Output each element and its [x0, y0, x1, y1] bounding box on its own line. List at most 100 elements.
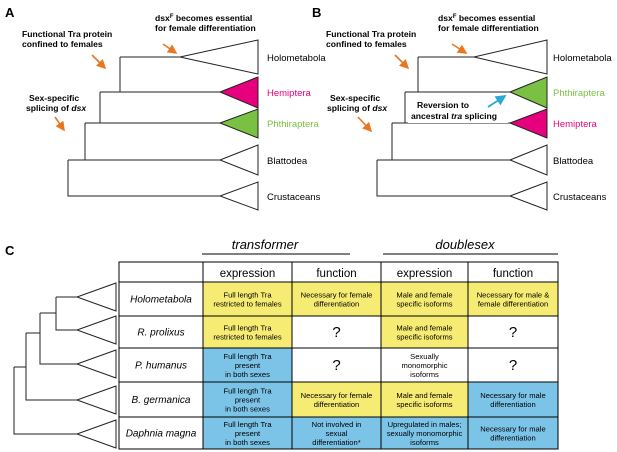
cell-text: differentiation: [314, 400, 359, 409]
arrow-b-splice: [357, 116, 373, 133]
cell-text: monomorphic: [401, 361, 447, 370]
table-cell: [202, 416, 293, 450]
arrow-b-dsx: [451, 43, 468, 54]
cell-text: in both sexes: [225, 405, 270, 414]
triangle-c-b-germanica: [75, 385, 117, 415]
cell-text: sexual: [326, 429, 348, 438]
annotation-b-dsx-line1: dsxF becomes essential: [438, 13, 535, 23]
panel-b-label: B: [312, 5, 321, 20]
cell-text: female differentiation: [478, 300, 548, 309]
species-name: Holometabola: [130, 295, 192, 306]
table-cell: [380, 416, 469, 450]
table-cell: [380, 315, 469, 349]
table-cell: [467, 416, 559, 450]
tree-b-branches: [376, 56, 510, 197]
annotation-a-tra-line1: Functional Tra protein: [22, 29, 112, 39]
triangle-c-p-humanus: [75, 349, 117, 379]
species-cell: [118, 416, 204, 450]
table-cell: [291, 381, 382, 418]
cell-text: Full length Tra: [223, 387, 272, 396]
triangle-a-blattodea: [218, 144, 259, 176]
cell-text: Sexually: [410, 352, 439, 361]
species-cell: [118, 381, 204, 418]
cell-text: Necessary for female: [301, 291, 373, 300]
triangle-b-phthiraptera: [508, 76, 548, 109]
table-cell: [467, 281, 559, 317]
col-header: expression: [397, 268, 453, 280]
cell-text: specific isoforms: [396, 333, 452, 342]
cell-text: Upregulated in males;: [388, 420, 462, 429]
group-header-transformer: transformer: [232, 237, 299, 252]
corner-cell: [118, 261, 204, 283]
cell-text: present: [235, 429, 261, 438]
cell-text: in both sexes: [225, 370, 270, 379]
cell-text: Necessary for male &: [477, 291, 550, 300]
taxon-b-hemiptera: Hemiptera: [553, 119, 598, 130]
col-header: function: [493, 268, 533, 280]
species-name: R. prolixus: [137, 328, 184, 339]
cell-text: Necessary for male: [480, 425, 545, 434]
col-header: expression: [220, 268, 276, 280]
annotation-b-splice-line1: Sex-specific: [330, 93, 380, 103]
cell-text: specific isoforms: [396, 400, 452, 409]
cell-text: restricted to females: [213, 333, 282, 342]
arrow-a-tra: [91, 54, 107, 70]
taxon-a-phthiraptera: Phthiraptera: [267, 119, 319, 130]
cell-text: Male and female: [396, 291, 452, 300]
annotation-a-tra-line2: confined to females: [22, 39, 103, 49]
triangle-c-daphnia: [75, 419, 117, 449]
cell-text: isoforms: [410, 438, 439, 447]
taxon-a-crustaceans: Crustaceans: [267, 192, 321, 203]
cell-text: isoforms: [410, 370, 439, 379]
annotation-b-reversion-line2: ancestral tra splicing: [411, 111, 497, 121]
arrow-a-dsx: [162, 43, 178, 54]
triangle-a-hemiptera: [218, 76, 259, 109]
taxon-b-holometabola: Holometabola: [553, 53, 612, 64]
panel-a-label: A: [5, 5, 15, 20]
triangle-b-holometabola: [473, 39, 548, 75]
taxon-b-blattodea: Blattodea: [553, 156, 594, 167]
cell-text: Male and female: [396, 324, 452, 333]
cell-text: Full length Tra: [223, 420, 272, 429]
table-cell: [291, 416, 382, 450]
table-cell: [380, 347, 469, 383]
species-name: B. germanica: [132, 395, 191, 406]
species-cell: [118, 315, 204, 349]
table-cell: [380, 281, 469, 317]
triangle-a-phthiraptera: [218, 108, 259, 139]
triangle-a-holometabola: [179, 39, 259, 75]
triangle-c-holometabola: [75, 282, 117, 312]
unknown-mark: ?: [509, 324, 517, 341]
cell-text: differentiation: [490, 400, 535, 409]
cell-text: present: [235, 361, 261, 370]
table-cell: [202, 381, 293, 418]
cell-text: restricted to females: [213, 300, 282, 309]
cell-text: Full length Tra: [223, 352, 272, 361]
group-header-doublesex: doublesex: [435, 237, 495, 252]
table-cell: [467, 347, 559, 383]
triangle-a-crustaceans: [218, 181, 259, 211]
triangle-b-crustaceans: [508, 181, 548, 211]
annotation-b-reversion-bg: [408, 100, 508, 123]
cell-text: Necessary for female: [301, 391, 373, 400]
cell-text: Not involved in: [312, 420, 362, 429]
cell-text: Full length Tra: [223, 324, 272, 333]
cell-text: present: [235, 396, 261, 405]
annotation-a-dsx-line1: dsxF becomes essential: [155, 13, 252, 23]
annotation-b-dsx-line2: for female differentiation: [438, 23, 539, 33]
annotation-a-splice-line2: splicing of dsx: [26, 103, 87, 113]
cell-text: Male and female: [396, 391, 452, 400]
cell-text: Full length Tra: [223, 291, 272, 300]
cell-text: specific isoforms: [396, 300, 452, 309]
panel-b: B Holometabola Phthiraptera Hemiptera Bl…: [312, 5, 612, 211]
taxon-b-crustaceans: Crustaceans: [553, 192, 607, 203]
unknown-mark: ?: [332, 357, 340, 374]
species-name: P. humanus: [135, 361, 187, 372]
cell-text: in both sexes: [225, 438, 270, 447]
taxon-b-phthiraptera: Phthiraptera: [553, 88, 605, 99]
arrow-a-splice: [54, 116, 65, 132]
annotation-a-splice-line1: Sex-specific: [29, 93, 79, 103]
cell-text: differentiation: [490, 434, 535, 443]
